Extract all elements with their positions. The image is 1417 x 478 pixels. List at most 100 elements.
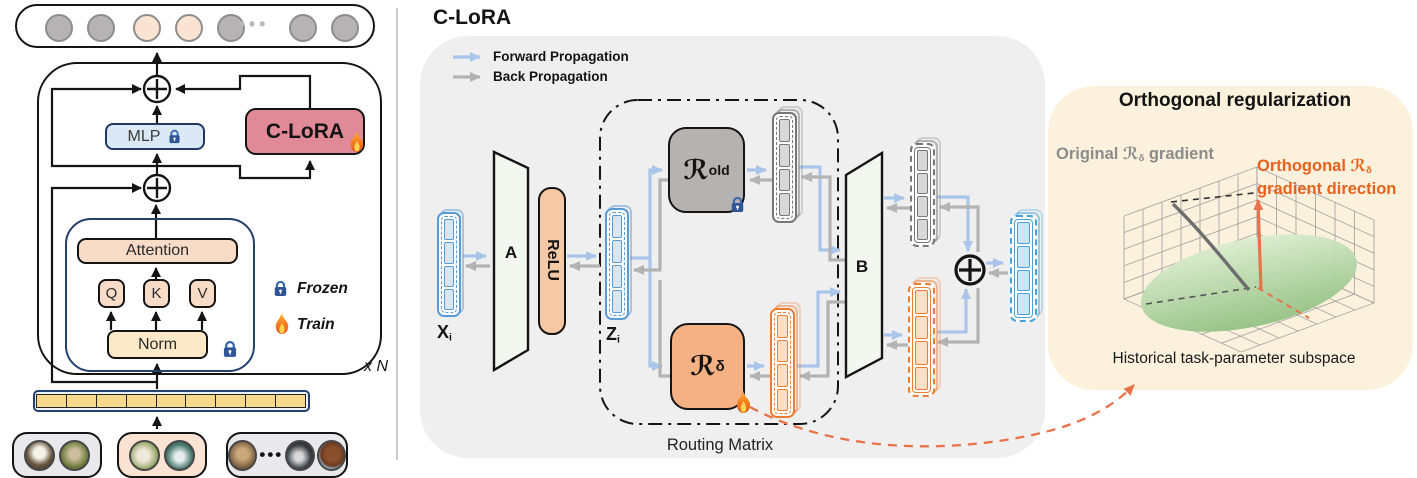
token-cell bbox=[65, 394, 97, 408]
output-token-new bbox=[175, 14, 203, 42]
token-cell bbox=[125, 394, 157, 408]
token-cell bbox=[155, 394, 187, 408]
vector-cell bbox=[779, 143, 790, 167]
animal-image-owl bbox=[59, 439, 90, 471]
orthogonal-gradient-symbol: ℛ bbox=[1350, 156, 1367, 175]
animal-image-duck bbox=[164, 439, 195, 471]
lock-icon bbox=[167, 129, 182, 144]
vector-cell bbox=[915, 366, 928, 390]
zi-subscript: i bbox=[617, 334, 620, 346]
norm-label: Norm bbox=[137, 335, 178, 353]
xi-label: Xi bbox=[437, 322, 452, 343]
xi-subscript: i bbox=[449, 332, 452, 344]
routing-matrix-label: Routing Matrix bbox=[666, 436, 774, 454]
subspace-caption: Historical task-parameter subspace bbox=[1112, 350, 1356, 367]
vector-cell bbox=[917, 219, 928, 240]
task-group-old bbox=[12, 432, 102, 478]
original-gradient-symbol: ℛ bbox=[1122, 144, 1139, 163]
r-delta-symbol: ℛ bbox=[690, 351, 716, 382]
output-token-new bbox=[133, 14, 161, 42]
original-gradient-prefix: Original bbox=[1056, 145, 1123, 163]
q-box: Q bbox=[98, 279, 125, 308]
token-cell bbox=[215, 394, 247, 408]
lock-icon bbox=[272, 280, 289, 297]
v-label: V bbox=[197, 285, 208, 302]
vector-cell bbox=[917, 196, 928, 217]
output-token-row bbox=[15, 4, 375, 48]
output-token bbox=[217, 14, 245, 42]
token-cell bbox=[36, 394, 67, 408]
flame-icon bbox=[734, 390, 753, 415]
animal-image-deer bbox=[228, 439, 258, 471]
r-old-subscript: old bbox=[708, 162, 730, 178]
vector-cell bbox=[779, 193, 790, 216]
vector-cell bbox=[1017, 245, 1030, 268]
task-group-future: ••• bbox=[226, 432, 348, 478]
vector-cell bbox=[612, 240, 622, 263]
matrix-a-shape bbox=[492, 150, 530, 373]
k-label: K bbox=[151, 285, 162, 302]
norm-box: Norm bbox=[107, 330, 208, 359]
attention-label: Attention bbox=[125, 242, 190, 259]
matrix-b-shape bbox=[844, 150, 884, 379]
relu-label: ReLU bbox=[544, 239, 561, 281]
token-cell bbox=[185, 394, 217, 408]
zi-label: Zi bbox=[606, 324, 620, 345]
vector-cell bbox=[779, 168, 790, 192]
token-cell bbox=[95, 394, 127, 408]
orthogonal-gradient-subscript: δ bbox=[1366, 165, 1372, 177]
vector-cell bbox=[612, 290, 622, 313]
orthogonal-gradient-label: Orthogonal ℛδ gradient direction bbox=[1257, 156, 1396, 199]
task-group-current bbox=[117, 432, 207, 478]
forward-propagation-label: Forward Propagation bbox=[493, 49, 629, 64]
output-token bbox=[87, 14, 115, 42]
vector-xi bbox=[437, 209, 464, 317]
original-gradient-label: Original ℛδ gradient bbox=[1056, 144, 1214, 164]
vector-cell bbox=[777, 315, 788, 338]
back-propagation-label: Back Propagation bbox=[493, 69, 608, 84]
k-box: K bbox=[143, 279, 170, 308]
attention-box: Attention bbox=[77, 238, 238, 264]
vector-cell bbox=[1017, 222, 1030, 244]
train-legend-label: Train bbox=[297, 316, 335, 333]
zi-symbol: Z bbox=[606, 324, 617, 344]
orthogonal-gradient-line2: gradient direction bbox=[1257, 180, 1397, 199]
vector-cell bbox=[915, 290, 928, 314]
clora-label: C-LoRA bbox=[265, 119, 345, 143]
orthogonal-regularization-panel bbox=[1048, 86, 1413, 390]
task-ellipsis: ••• bbox=[259, 445, 284, 464]
vector-cell bbox=[612, 265, 622, 288]
clora-panel-title: C-LoRA bbox=[433, 6, 512, 29]
frozen-legend-label: Frozen bbox=[297, 280, 348, 297]
animal-image-horse bbox=[316, 439, 346, 471]
orthogonal-regularization-title: Orthogonal regularization bbox=[1118, 90, 1352, 111]
token-cell bbox=[245, 394, 277, 408]
xi-symbol: X bbox=[437, 322, 450, 342]
vector-cell bbox=[444, 219, 454, 241]
vector-cell bbox=[1017, 293, 1030, 315]
vector-rold-output bbox=[772, 106, 803, 223]
vector-cell bbox=[917, 173, 928, 194]
vector-final-output bbox=[1010, 209, 1043, 322]
vector-cell bbox=[915, 341, 928, 365]
vector-cell bbox=[777, 388, 788, 411]
vector-cell bbox=[444, 242, 454, 264]
orthogonal-gradient-prefix: Orthogonal bbox=[1257, 157, 1351, 175]
animal-image-cat bbox=[129, 439, 160, 471]
r-old-symbol: ℛ bbox=[683, 154, 709, 186]
vector-cell bbox=[444, 265, 454, 287]
clora-box: C-LoRA bbox=[245, 108, 365, 155]
input-token-strip bbox=[33, 390, 310, 412]
vector-b-output-delta bbox=[908, 277, 941, 397]
original-gradient-suffix: gradient bbox=[1144, 145, 1214, 163]
vertical-divider bbox=[396, 8, 399, 460]
vector-cell bbox=[777, 364, 788, 387]
flame-icon bbox=[273, 312, 291, 336]
vector-cell bbox=[777, 339, 788, 362]
transformer-block bbox=[37, 62, 382, 375]
token-cell bbox=[275, 394, 307, 408]
animal-image-goose bbox=[285, 439, 315, 471]
flame-icon bbox=[348, 130, 366, 154]
r-delta-subscript: δ bbox=[715, 358, 725, 375]
